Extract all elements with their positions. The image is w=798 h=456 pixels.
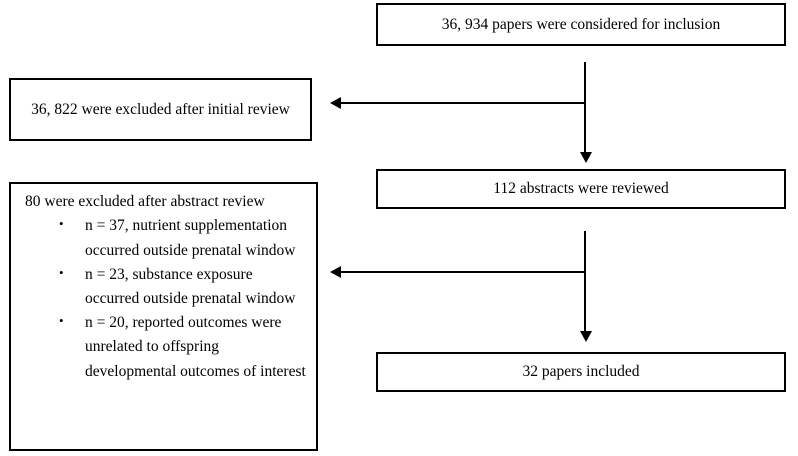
node-excluded-initial-review-label: 36, 822 were excluded after initial revi…	[31, 100, 290, 118]
node-excluded-abstract-review: 80 were excluded after abstract review n…	[9, 182, 318, 451]
node-papers-included: 32 papers included	[376, 352, 786, 392]
connector-abstracts-to-excluded-abstract-line	[341, 271, 585, 273]
node-papers-included-label: 32 papers included	[522, 363, 640, 380]
list-item: n = 37, nutrient supplementation occurre…	[19, 213, 310, 262]
connector-considered-to-excluded-initial-line	[341, 102, 585, 104]
node-excluded-initial-review: 36, 822 were excluded after initial revi…	[9, 78, 312, 141]
connector-considered-to-abstracts-line	[584, 62, 586, 152]
node-abstracts-reviewed: 112 abstracts were reviewed	[376, 169, 786, 209]
list-item: n = 23, substance exposure occurred outs…	[19, 262, 310, 311]
node-papers-considered: 36, 934 papers were considered for inclu…	[376, 3, 786, 46]
arrow-down-icon-abstracts-to-included	[580, 331, 592, 342]
arrow-left-icon-considered-to-excluded-initial	[330, 97, 341, 109]
excluded-abstract-reasons-list: n = 37, nutrient supplementation occurre…	[19, 213, 310, 384]
arrow-down-icon-considered-to-abstracts	[580, 152, 592, 163]
node-abstracts-reviewed-label: 112 abstracts were reviewed	[493, 180, 669, 197]
connector-abstracts-to-included-line	[584, 231, 586, 331]
node-papers-considered-label: 36, 934 papers were considered for inclu…	[441, 15, 721, 33]
arrow-left-icon-abstracts-to-excluded-abstract	[330, 266, 341, 278]
node-excluded-abstract-review-heading: 80 were excluded after abstract review	[25, 193, 265, 210]
list-item: n = 20, reported outcomes were unrelated…	[19, 310, 310, 384]
